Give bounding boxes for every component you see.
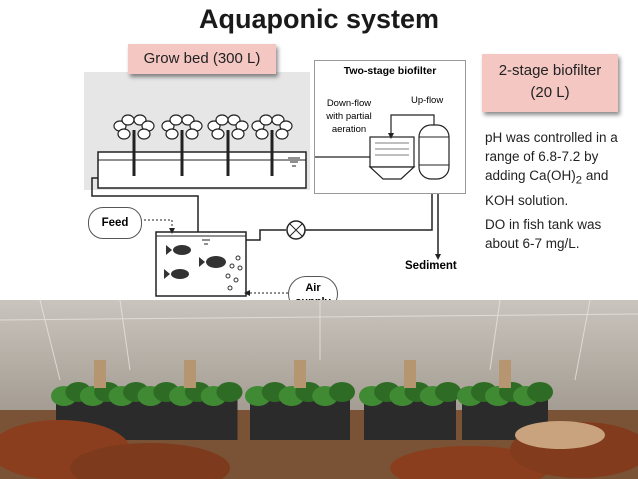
down-flow-label: Down-flow with partial aeration [319,97,379,136]
grow-beds-photo [51,360,553,440]
pump-outlet-pipe [305,184,433,231]
plant-icon [207,114,249,176]
down-flow-line-2: with partial [326,111,372,122]
down-flow-line-1: Down-flow [326,98,372,109]
air-label-line-1: Air [305,282,321,294]
up-flow-label: Up-flow [411,95,444,106]
grow-bed-trough [97,151,307,189]
aquaponic-diagram [84,72,441,297]
ph-note-text: pH was controlled in a range of 6.8-7.2 … [485,130,618,183]
fish-tank-level-marker [200,235,212,245]
grow-bed-level-marker [288,157,300,167]
ph-note-subscript: 2 [575,174,583,187]
feed-line [140,219,173,232]
do-note: DO in fish tank was about 6-7 mg/L. [485,217,602,251]
plant-icon [113,114,155,176]
down-flow-line-3: aeration [331,124,367,135]
ph-note-suffix: and KOH solution. [485,168,609,208]
plant-icon [161,114,203,176]
sediment-label: Sediment [405,260,457,272]
grow-bed-label: Grow bed (300 L) [128,44,276,74]
plants [113,114,293,176]
air-bubbles [225,255,243,291]
return-pipe [91,177,199,232]
fish-icons [164,245,226,279]
biofilter-title: Two-stage biofilter [343,65,437,77]
pump-inlet-pipe [246,229,286,241]
biofilter-drawing [315,114,450,180]
biofilter-callout: 2-stage biofilter (20 L) [482,54,618,112]
ph-note: pH was controlled in a range of 6.8-7.2 … [485,128,623,210]
photo-bed [142,400,238,440]
biofilter-callout-line-1: 2-stage biofilter [498,62,602,79]
greenhouse-photo [0,300,638,479]
feed-arrow [169,228,175,234]
photo-bed [250,400,350,440]
plant-icon [251,114,293,176]
feed-label: Feed [88,207,142,239]
page-title: Aquaponic system [198,4,440,34]
biofilter-panel: Two-stage biofilter Down-flow with parti… [314,60,466,194]
air-supply-arrow [244,290,250,296]
biofilter-callout-line-2: (20 L) [530,84,570,101]
photo-bed [364,400,456,440]
